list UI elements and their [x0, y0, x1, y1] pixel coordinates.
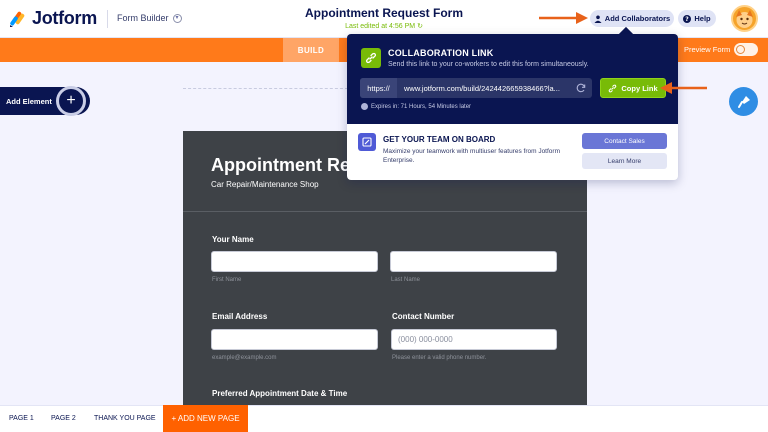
header-divider: [107, 10, 108, 28]
help-label: Help: [694, 14, 711, 23]
first-name-input[interactable]: [211, 251, 378, 272]
collaboration-link-description: Send this link to your co-workers to edi…: [388, 61, 589, 68]
form-builder-dropdown[interactable]: Form Builder ▾: [117, 13, 182, 23]
learn-more-button[interactable]: Learn More: [582, 153, 667, 169]
plus-icon[interactable]: +: [56, 86, 86, 116]
first-name-hint: First Name: [212, 277, 242, 283]
user-avatar[interactable]: [731, 5, 758, 32]
help-icon: ?: [683, 14, 692, 23]
preview-form-label: Preview Form: [684, 45, 731, 54]
appointment-date-label: Preferred Appointment Date & Time: [212, 389, 348, 398]
form-drop-guide: [183, 88, 348, 89]
page-tab-thank-you[interactable]: THANK YOU PAGE: [94, 415, 156, 422]
form-subheading: Car Repair/Maintenance Shop: [211, 180, 319, 189]
enterprise-icon: [358, 133, 376, 151]
link-expiry: Expires in: 71 Hours, 54 Minutes later: [361, 103, 471, 110]
collaboration-url[interactable]: www.jotform.com/build/242442665938466?la…: [404, 84, 560, 93]
add-element-label: Add Element: [6, 97, 52, 106]
toggle-knob: [736, 45, 745, 54]
page-tab-1[interactable]: PAGE 1: [9, 415, 34, 422]
phone-hint: Please enter a valid phone number.: [392, 355, 487, 361]
last-name-hint: Last Name: [391, 277, 421, 283]
preview-form-toggle[interactable]: [734, 43, 758, 56]
team-onboard-title: GET YOUR TEAM ON BOARD: [383, 135, 496, 144]
annotation-arrow-copy-link: [660, 82, 707, 94]
brand-name: Jotform: [32, 8, 97, 28]
your-name-label: Your Name: [212, 235, 254, 244]
url-protocol: https://: [360, 78, 397, 98]
team-onboard-description: Maximize your teamwork with multiuser fe…: [383, 148, 560, 165]
contact-sales-button[interactable]: Contact Sales: [582, 133, 667, 149]
form-designer-button[interactable]: [729, 87, 758, 116]
avatar-face-icon: [736, 10, 753, 28]
page-tab-2[interactable]: PAGE 2: [51, 415, 76, 422]
phone-input[interactable]: (000) 000-0000: [391, 329, 557, 350]
form-builder-label: Form Builder: [117, 13, 169, 23]
add-new-page-button[interactable]: + ADD NEW PAGE: [163, 405, 248, 432]
clock-icon: [361, 103, 368, 110]
last-edited-text: Last edited at 4:56 PM: [345, 23, 416, 30]
email-label: Email Address: [212, 312, 268, 321]
contact-number-label: Contact Number: [392, 312, 455, 321]
copy-link-button[interactable]: Copy Link: [600, 78, 666, 98]
phone-placeholder: (000) 000-0000: [398, 335, 453, 344]
add-collaborators-label: Add Collaborators: [604, 14, 671, 23]
annotation-arrow-collaborators: [539, 12, 588, 24]
regenerate-link-icon[interactable]: [576, 83, 586, 93]
form-title[interactable]: Appointment Request Form: [305, 6, 463, 20]
jotform-logo[interactable]: Jotform: [9, 8, 97, 29]
email-hint: example@example.com: [212, 355, 277, 361]
form-heading[interactable]: Appointment Req: [211, 155, 361, 175]
page-tabs-bar: [0, 405, 768, 432]
link-icon: [609, 84, 617, 92]
link-expiry-text: Expires in: 71 Hours, 54 Minutes later: [371, 103, 472, 110]
svg-text:?: ?: [686, 16, 690, 23]
help-button[interactable]: ? Help: [678, 10, 716, 27]
form-header-divider: [183, 211, 587, 212]
collaboration-link-title: COLLABORATION LINK: [388, 48, 494, 58]
user-icon: [594, 15, 602, 23]
collaboration-url-field[interactable]: [360, 78, 592, 98]
refresh-icon: ↻: [417, 23, 423, 30]
paint-roller-icon: [737, 95, 750, 108]
link-icon: [361, 48, 381, 68]
copy-link-label: Copy Link: [621, 83, 658, 93]
chevron-down-icon: ▾: [172, 13, 182, 23]
jotform-logo-icon: [10, 11, 25, 27]
tab-build[interactable]: BUILD: [283, 38, 339, 62]
add-collaborators-button[interactable]: Add Collaborators: [590, 10, 674, 27]
last-name-input[interactable]: [390, 251, 557, 272]
email-input[interactable]: [211, 329, 378, 350]
last-edited-status: Last edited at 4:56 PM ↻: [284, 22, 484, 30]
